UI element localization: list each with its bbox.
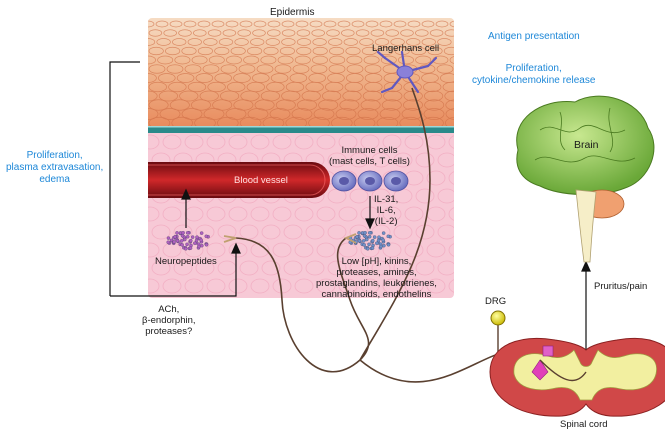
proliferation-edema-label: Proliferation, plasma extravasation, ede… [6, 150, 103, 186]
drg-ganglion [490, 310, 506, 326]
proliferation-cytokine-label: Proliferation, cytokine/chemokine releas… [472, 63, 595, 87]
proliferation-cytokine-line-1: Proliferation, [505, 63, 562, 74]
mediators-line-3: prostaglandins, leukotrienes, [316, 278, 437, 289]
immune-cells-line-1: Immune cells [341, 145, 398, 156]
brain [516, 95, 655, 263]
skin-section [148, 18, 454, 298]
pruritus-pain-label: Pruritus/pain [594, 281, 648, 292]
mediators-label: Low [pH], kinins, proteases, amines, pro… [316, 256, 437, 300]
langerhans-cell [376, 50, 438, 94]
synapse-diamond [531, 359, 549, 381]
proliferation-edema-line-3: edema [39, 174, 70, 185]
mediators-line-4: cannabinoids, endothelins [321, 289, 432, 300]
langerhans-label: Langerhans cell [372, 43, 440, 54]
immune-cells-line-2: (mast cells, T cells) [329, 156, 410, 167]
mediators-line-2: proteases, amines, [336, 267, 417, 278]
nerve-ending-left [223, 235, 237, 243]
mediators-cluster [348, 230, 392, 251]
antigen-presentation-label: Antigen presentation [488, 31, 580, 42]
nerve-ending-right [343, 233, 357, 244]
brain-label: Brain [574, 139, 599, 151]
proliferation-cytokine-line-2: cytokine/chemokine release [472, 75, 596, 86]
ach-label: ACh, β-endorphin, proteases? [142, 304, 196, 337]
ach-line-2: β-endorphin, [142, 315, 196, 326]
mediators-line-1: Low [pH], kinins, [341, 256, 412, 267]
synapse-square [542, 345, 554, 357]
interleukin-line-1: IL-31, [374, 194, 399, 205]
feedback-bracket [109, 61, 140, 296]
proliferation-edema-line-2: plasma extravasation, [6, 162, 104, 173]
immune-cells-label: Immune cells (mast cells, T cells) [329, 145, 410, 167]
drg-label: DRG [485, 296, 507, 307]
immune-cells [331, 170, 409, 192]
blood-vessel [148, 162, 330, 198]
basal-membrane [148, 127, 454, 133]
nerve-fiber [235, 237, 370, 373]
brainstem [575, 189, 597, 263]
dermis-layer [148, 130, 454, 298]
neuropeptides-label: Neuropeptides [155, 256, 217, 267]
ach-line-3: proteases? [145, 326, 193, 337]
neuropeptides-cluster [166, 230, 210, 251]
blood-vessel-label: Blood vessel [234, 175, 288, 186]
proliferation-edema-line-1: Proliferation, [26, 150, 83, 161]
interleukin-line-3: (IL-2) [374, 216, 398, 227]
epidermis-label: Epidermis [270, 7, 315, 18]
interleukin-line-2: IL-6, [376, 205, 396, 216]
spinal-cord [489, 337, 665, 417]
spinal-cord-label: Spinal cord [560, 419, 608, 430]
ach-line-1: ACh, [158, 304, 180, 315]
interleukin-label: IL-31, IL-6, (IL-2) [374, 194, 398, 227]
